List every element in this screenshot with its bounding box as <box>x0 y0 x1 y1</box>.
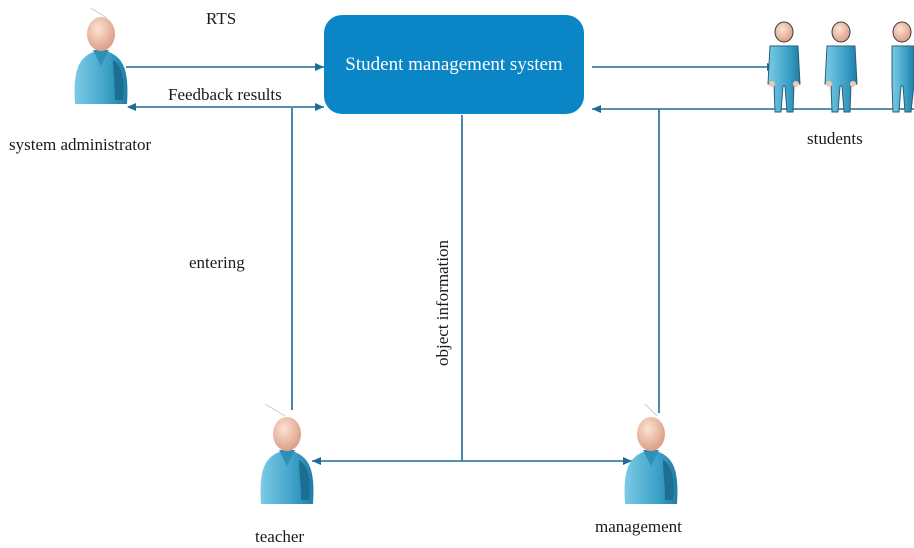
management-label: management <box>595 517 682 536</box>
entering-label: entering <box>189 253 245 272</box>
student-figure-icon <box>767 21 801 113</box>
system-label: Student management system <box>345 53 563 75</box>
rts-label: RTS <box>206 9 237 28</box>
object-information-label: object information <box>433 239 452 366</box>
system-administrator-label: system administrator <box>9 135 152 154</box>
student-figure-icon <box>824 21 858 113</box>
student-management-system-box: Student management system <box>324 15 584 114</box>
admin-person-icon <box>74 7 128 104</box>
teacher-label: teacher <box>255 527 305 546</box>
student-figure-icon <box>891 21 914 113</box>
teacher-person-icon <box>260 403 314 504</box>
feedback-results-label: Feedback results <box>168 85 282 104</box>
students-label: students <box>807 129 863 148</box>
management-person-icon <box>624 403 678 504</box>
